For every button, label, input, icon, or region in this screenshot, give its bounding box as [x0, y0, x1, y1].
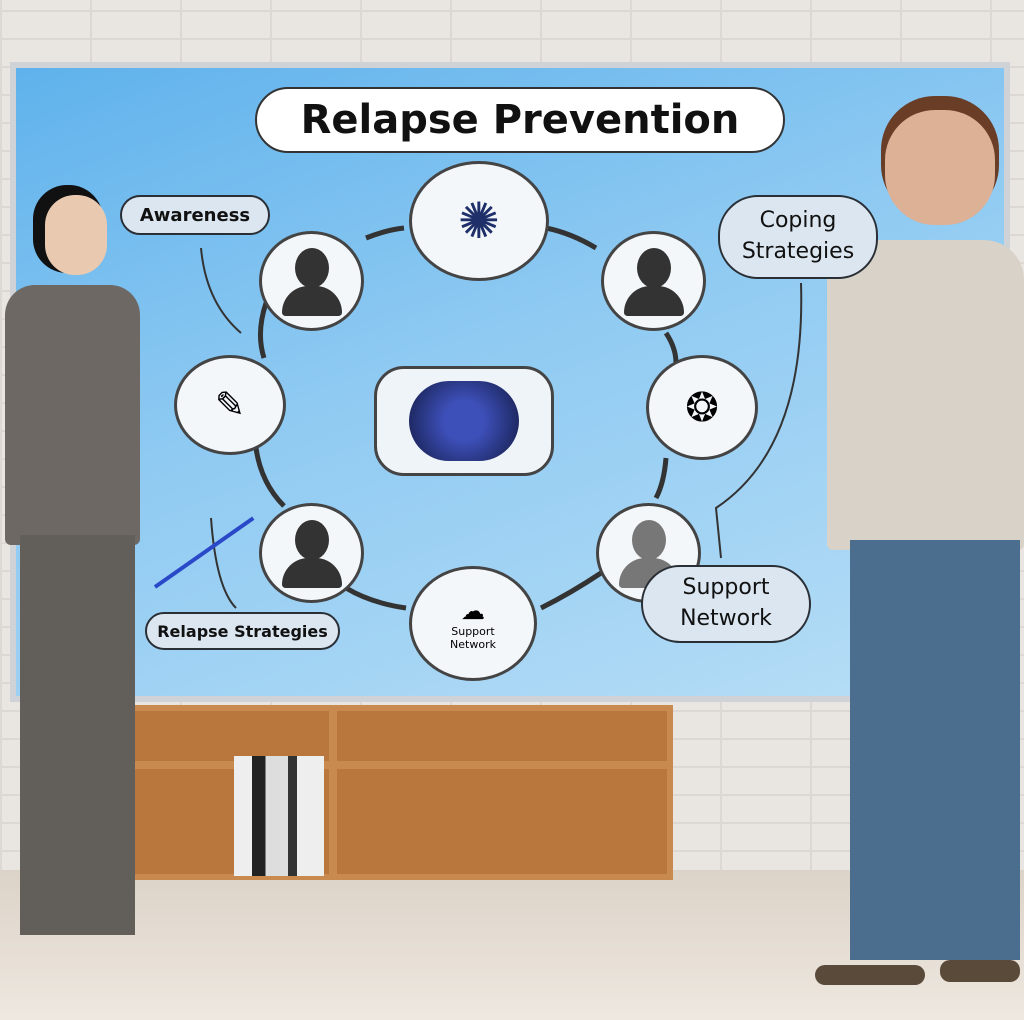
pen-node: ✎ [174, 355, 286, 455]
label-awareness: Awareness [120, 195, 270, 235]
pen-icon: ✎ [214, 384, 246, 426]
ornament-node: ❂ [646, 355, 758, 460]
person-node [259, 231, 364, 331]
cell-cluster [374, 366, 554, 476]
page-title: Relapse Prevention [255, 87, 785, 153]
person-node [601, 231, 706, 331]
label-coping-strategies: Coping Strategies [718, 195, 878, 279]
books [234, 756, 324, 876]
shelf-divider [329, 711, 337, 876]
shelf-board [124, 761, 667, 769]
bookshelf [118, 705, 673, 880]
brain-icon: ☁ [461, 596, 485, 625]
cycle-arrows [200, 225, 803, 611]
virus-node: ✺ [409, 161, 549, 281]
man-viewer [815, 110, 1024, 985]
person-icon [294, 248, 329, 288]
support-network-node: ☁ Support Network [409, 566, 537, 681]
virus-icon: ✺ [458, 192, 500, 250]
node-label: Support Network [450, 624, 496, 651]
presenter-woman [5, 185, 255, 970]
person-node [259, 503, 364, 603]
cluster-icon [409, 381, 519, 461]
label-support-network: Support Network [641, 565, 811, 643]
ornament-icon: ❂ [685, 384, 719, 431]
label-relapse-strategies: Relapse Strategies [145, 612, 340, 650]
